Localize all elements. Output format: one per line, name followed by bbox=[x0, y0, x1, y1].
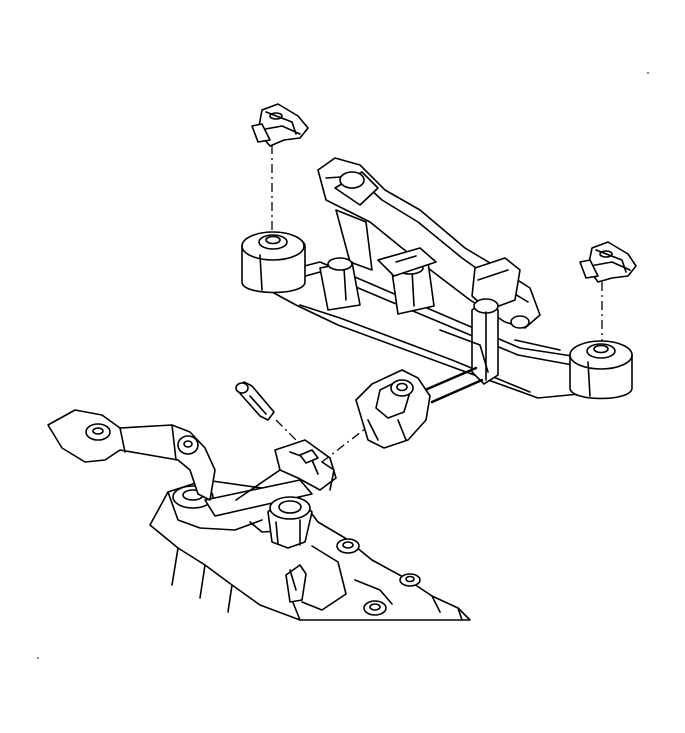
clip-left bbox=[251, 103, 309, 147]
transmission-case bbox=[149, 479, 471, 621]
bushing-left bbox=[241, 231, 306, 294]
shifter-bracket-assembly bbox=[249, 157, 601, 399]
transmission-lever bbox=[47, 409, 216, 501]
clip-right bbox=[579, 241, 637, 283]
speck bbox=[37, 657, 39, 659]
bushing-right bbox=[569, 340, 633, 400]
speck bbox=[647, 72, 649, 74]
selector-shaft bbox=[204, 479, 313, 549]
lock-pin bbox=[235, 381, 275, 421]
alignment-lines bbox=[271, 145, 603, 463]
lever-cable-bracket bbox=[235, 439, 337, 501]
shift-cable-end bbox=[355, 366, 484, 449]
